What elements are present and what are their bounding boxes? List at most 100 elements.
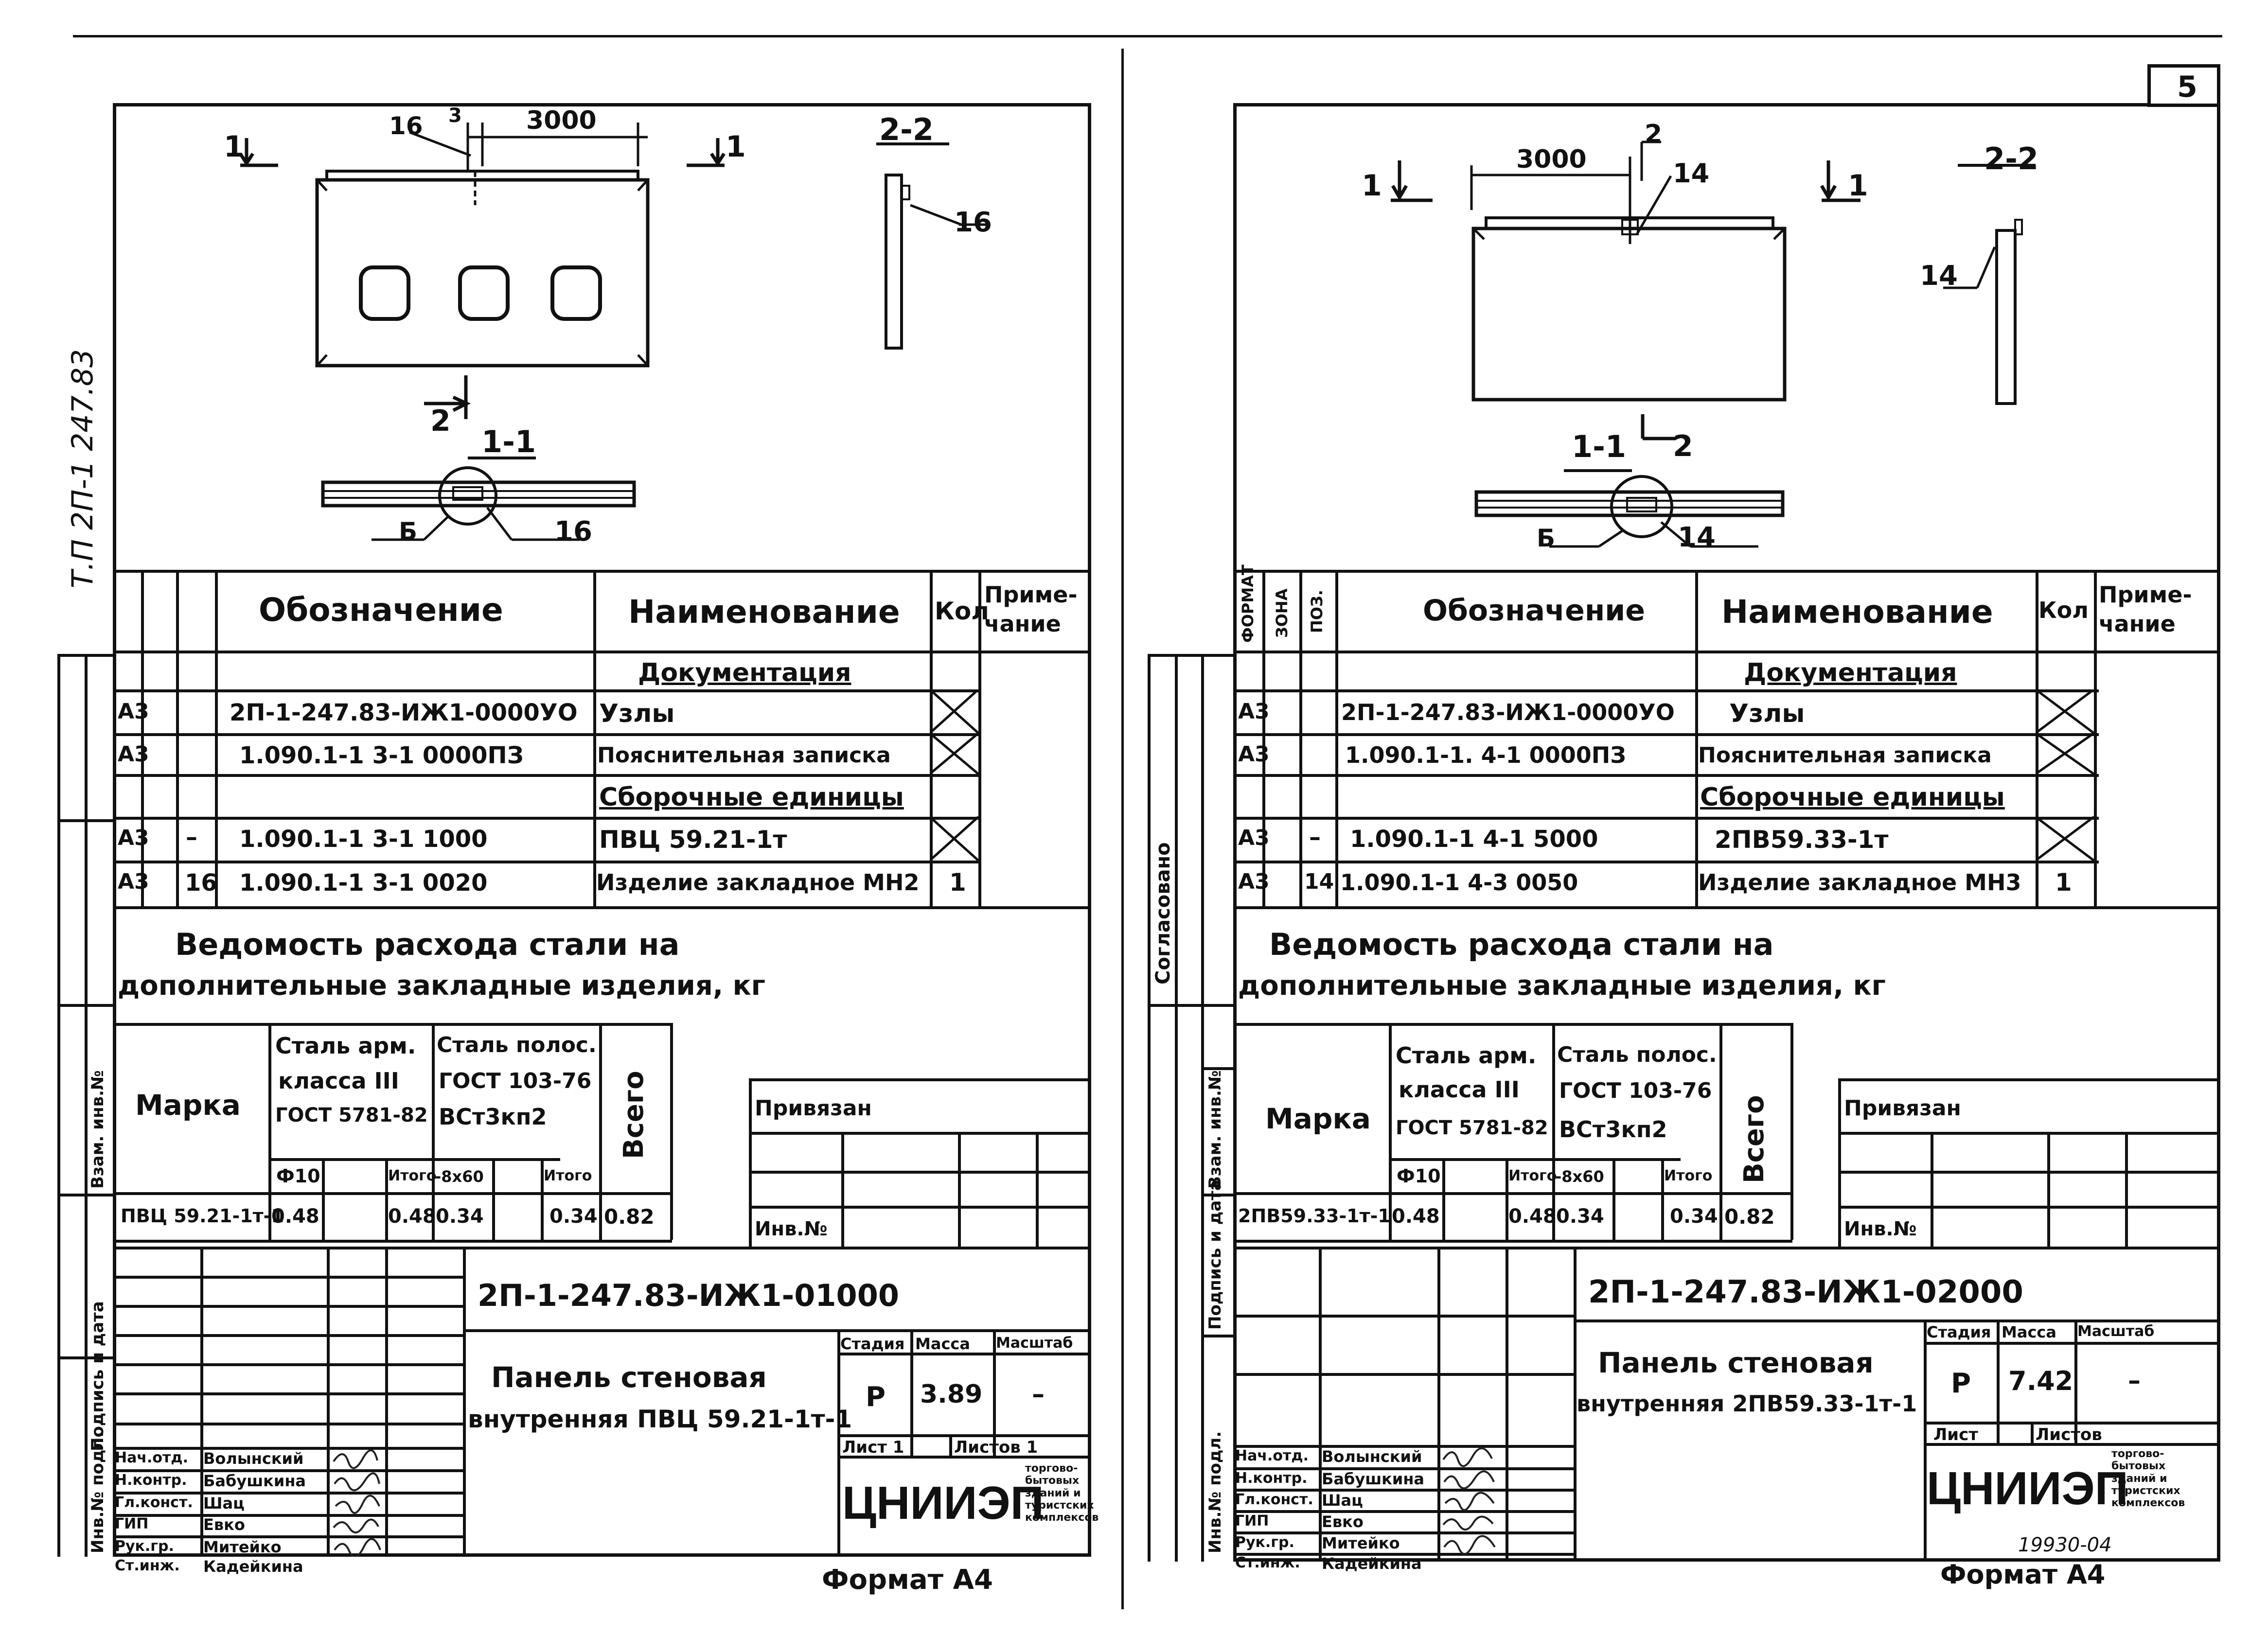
margin-code: Т.П 2П-1 247.83 <box>66 349 100 588</box>
left-section22-title: 2-2 <box>879 112 934 147</box>
right-side-inv-podl: Инв.№ подл. <box>1205 1431 1225 1553</box>
role-name: Евко <box>1322 1513 1364 1531</box>
steel-h-itogo2: Итого <box>544 1167 592 1184</box>
left-node-label: Б <box>399 517 418 545</box>
title-name-1: Панель стеновая <box>491 1361 767 1394</box>
spec-row-pos: – <box>186 824 197 851</box>
stamp-number: 19930-04 <box>2018 1534 2112 1556</box>
scale-value: – <box>1032 1380 1045 1409</box>
r-spec-section-units: Сборочные единицы <box>1700 783 2005 812</box>
inv-label: Инв.№ <box>755 1218 828 1240</box>
spec-row-qty: 1 <box>949 868 966 897</box>
role-label: Нач.отд. <box>1235 1447 1309 1464</box>
spec-row-name: Изделие закладное МН3 <box>1698 869 2021 896</box>
r-spec-h-zone: ЗОНА <box>1273 588 1291 638</box>
role-label: Н.контр. <box>1235 1470 1308 1487</box>
left-format-label: Формат А4 <box>822 1564 993 1596</box>
role-name: Шац <box>203 1494 245 1513</box>
steel-h-rebar-2: класса III <box>278 1068 399 1094</box>
spec-row-format: А3 <box>118 826 149 850</box>
role-label: Н.контр. <box>115 1472 187 1489</box>
stage-value: Р <box>866 1381 886 1413</box>
role-name: Бабушкина <box>1322 1470 1425 1488</box>
r-org-name: ЦНИИЭП <box>1927 1462 2128 1514</box>
r-stage-value: Р <box>1951 1368 1971 1399</box>
r-spec-section-docs: Документация <box>1744 658 1957 687</box>
steel-row-itogo2: 0.34 <box>549 1205 598 1228</box>
side-label-soglasovano: Согласовано <box>1152 842 1174 985</box>
right-steel-table: Марка Сталь арм. класса III ГОСТ 5781-82… <box>1233 1023 1793 1247</box>
spec-row-name: Узлы <box>1729 699 1805 728</box>
org-sub: торгово-бытовых зданий и туристских комп… <box>1025 1462 1099 1524</box>
role-name: Кадейкина <box>203 1557 303 1576</box>
title-code: 2П-1-247.83-ИЖ1-01000 <box>478 1278 899 1313</box>
role-name: Волынский <box>203 1449 304 1468</box>
right-pos-label-bottom: 14 <box>1678 522 1716 553</box>
steel-title-1: Ведомость расхода стали на <box>175 927 680 962</box>
r-spec-h-qty: Кол <box>2038 597 2089 623</box>
r-steel-h-total: Всего <box>1738 1095 1770 1183</box>
steel-h-total: Всего <box>618 1071 650 1159</box>
spec-row-pos: 14 <box>1304 869 1334 894</box>
r-mass-value: 7.42 <box>2008 1366 2073 1396</box>
r-spec-qty-crosses <box>2036 689 2094 861</box>
role-label: Нач.отд. <box>115 1449 188 1466</box>
role-name: Шац <box>1322 1491 1363 1510</box>
role-label: Ст.инж. <box>115 1557 180 1574</box>
spec-row-designation: 1.090.1-1 4-3 0050 <box>1340 869 1578 896</box>
steel-h-d10: Ф10 <box>276 1165 320 1187</box>
r-bound-label: Привязан <box>1844 1096 1961 1121</box>
role-name: Бабушкина <box>203 1472 306 1490</box>
r-steel-title-1: Ведомость расхода стали на <box>1269 927 1774 962</box>
right-section22-pos: 14 <box>1920 260 1958 292</box>
right-title-block: 2П-1-247.83-ИЖ1-02000 Панель стеновая вн… <box>1233 1247 2220 1571</box>
r-inv-label: Инв.№ <box>1844 1218 1917 1240</box>
spec-h-name: Наименование <box>628 593 900 631</box>
spec-row-designation: 1.090.1-1 3-1 0000ПЗ <box>239 742 524 769</box>
steel-h-size: -8х60 <box>435 1167 484 1186</box>
r-steel-row-itogo2: 0.34 <box>1670 1205 1718 1228</box>
right-spec-table: ФОРМАТ ЗОНА ПОЗ. Обозначение Наименовани… <box>1233 564 2220 910</box>
steel-h-mark: Марка <box>135 1089 241 1122</box>
left-side-strip: Инв.№ подл. Подпись и дата Взам. инв.№ <box>57 654 113 1557</box>
org-name: ЦНИИЭП <box>842 1477 1044 1529</box>
steel-row-mark: ПВЦ 59.21-1т-1 <box>121 1205 284 1227</box>
left-dim-small: 3 <box>448 105 462 127</box>
r-sheet-header: Лист <box>1933 1425 1978 1444</box>
spec-row-format: А3 <box>1238 699 1270 724</box>
role-name: Митейко <box>1322 1534 1400 1552</box>
steel-h-itogo1: Итого <box>388 1167 437 1184</box>
steel-h-rebar-1: Сталь арм. <box>275 1033 416 1059</box>
spec-row-designation: 1.090.1-1 4-1 5000 <box>1350 826 1598 853</box>
left-bound-table: Привязан Инв.№ <box>749 1078 1091 1247</box>
r-steel-row-total: 0.82 <box>1724 1205 1775 1229</box>
spec-section-docs: Документация <box>638 658 851 687</box>
spec-row-qty: 1 <box>2055 868 2072 897</box>
r-mass-header: Масса <box>2002 1323 2056 1341</box>
spec-row-name: Пояснительная записка <box>1698 743 1992 768</box>
steel-h-strip-2: ГОСТ 103-76 <box>439 1069 592 1093</box>
right-dim-main: 3000 <box>1516 145 1587 174</box>
r-steel-h-mark: Марка <box>1265 1102 1371 1135</box>
r-title-name-1: Панель стеновая <box>1598 1346 1874 1379</box>
right-drawing <box>1391 141 2036 548</box>
steel-h-strip-1: Сталь полос. <box>437 1033 597 1057</box>
right-cut2-label: 2 <box>1673 429 1693 463</box>
right-pos-label-top: 14 <box>1673 158 1710 189</box>
r-steel-h-rebar-3: ГОСТ 5781-82 <box>1396 1117 1548 1139</box>
role-name: Евко <box>203 1515 245 1534</box>
spec-row-name: Узлы <box>599 699 675 728</box>
r-spec-h-format: ФОРМАТ <box>1239 564 1257 643</box>
r-scale-value: – <box>2128 1366 2141 1395</box>
r-org-sub: торгово-бытовых зданий и туристских комп… <box>2111 1448 2185 1510</box>
right-cut1-label-a: 1 <box>1362 169 1382 203</box>
spec-row-pos: 16 <box>185 869 217 897</box>
spec-row-name: 2ПВ59.33-1т <box>1715 826 1889 854</box>
center-fold-line <box>1121 49 1124 1609</box>
r-spec-h-designation: Обозначение <box>1423 594 1646 628</box>
signatures <box>333 1449 381 1557</box>
left-title-block: 2П-1-247.83-ИЖ1-01000 Панель стеновая вн… <box>113 1247 1099 1574</box>
spec-row-name: ПВЦ 59.21-1т <box>599 826 787 854</box>
right-section11-title: 1-1 <box>1572 429 1627 464</box>
